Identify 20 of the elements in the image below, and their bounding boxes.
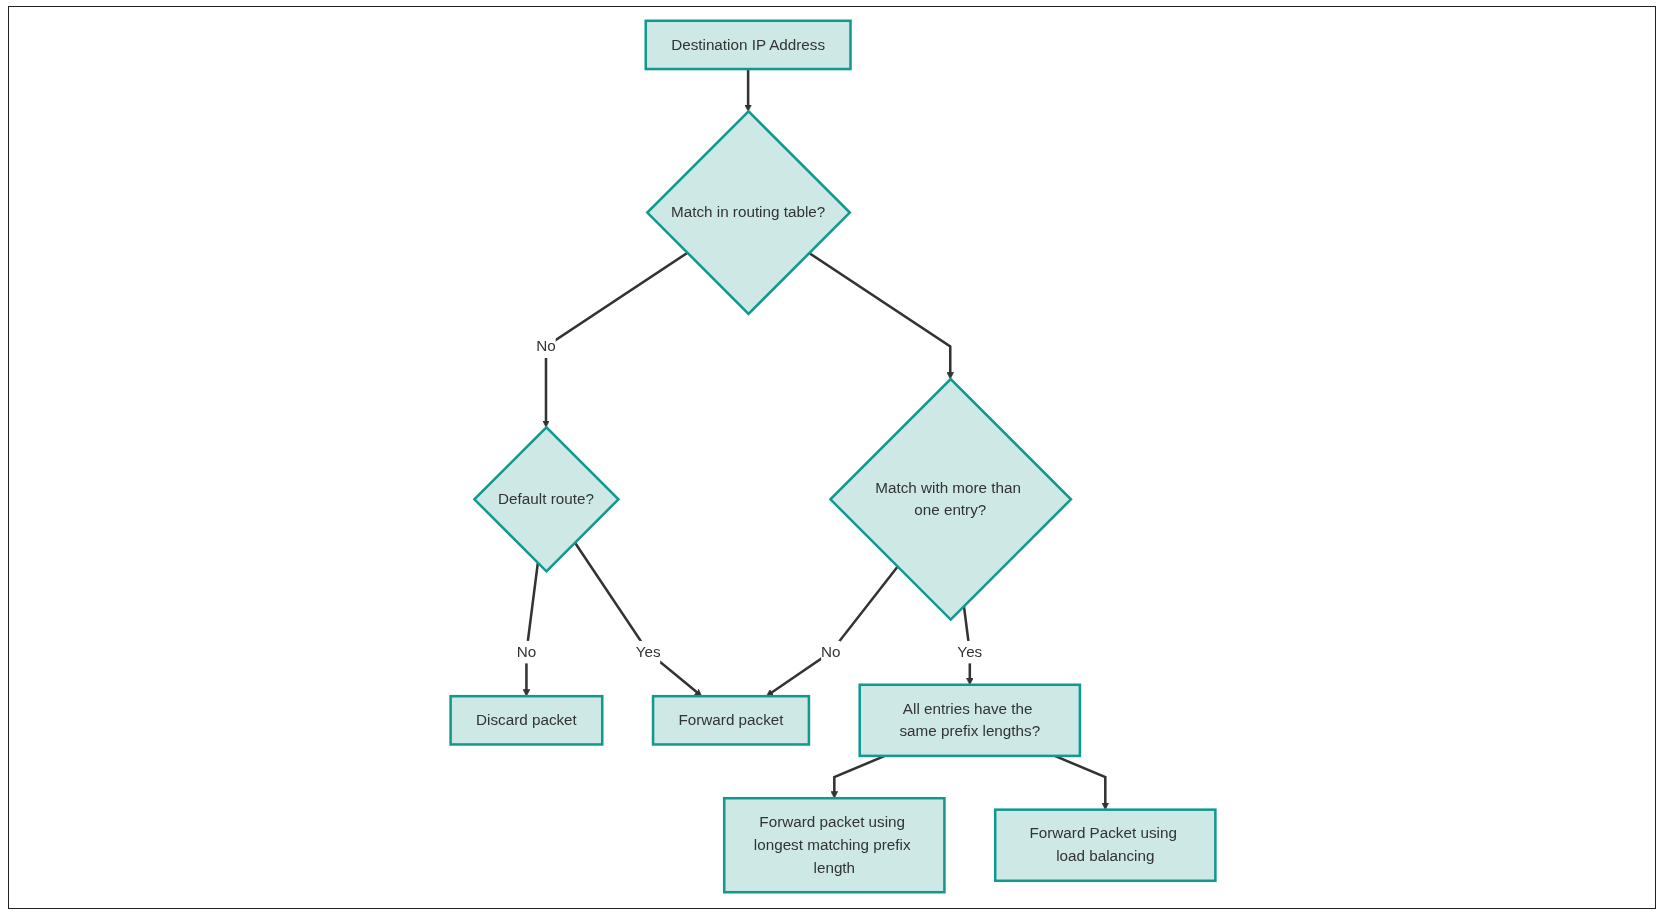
node-box: Destination IP Address <box>644 19 852 71</box>
node-box: Forward Packet using load balancing <box>993 808 1217 883</box>
node-box: Forward packet <box>651 694 811 746</box>
node-diamond: Default route? <box>472 425 621 574</box>
arrow <box>542 251 688 428</box>
edge-label: No <box>821 643 841 661</box>
node-diamond: Match with more than one entry? <box>828 377 1073 622</box>
edge-label: Yes <box>957 643 983 661</box>
edge-label: Yes <box>635 643 661 661</box>
node-box: Discard packet <box>449 694 604 746</box>
node-diamond: Match in routing table? <box>645 109 852 316</box>
edge-label: No <box>536 337 556 355</box>
arrow <box>522 563 540 697</box>
node-box: Forward packet using longest matching prefix length <box>722 796 946 894</box>
edge-label: No <box>516 643 537 661</box>
arrow <box>573 541 703 697</box>
arrow <box>766 566 899 697</box>
arrow <box>808 251 954 380</box>
node-box: All entries have the same prefix lengths? <box>858 683 1082 758</box>
arrow <box>744 69 752 112</box>
